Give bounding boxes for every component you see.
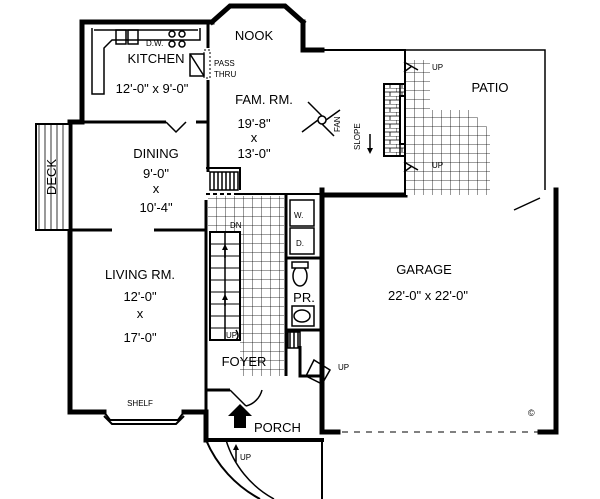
foyer-label: FOYER [222,354,267,369]
garage-dims: 22'-0" x 22'-0" [388,288,468,303]
pr-label: PR. [293,290,315,305]
powder-room [291,261,315,327]
kitchen-label: KITCHEN [127,51,184,66]
dining-depth: 10'-4" [139,200,173,215]
living-bay-window [103,411,185,425]
thru-label: THRU [214,70,236,79]
kitchen-counters [91,28,205,95]
garage-label: GARAGE [396,262,452,277]
fam-rm-x: x [251,130,258,145]
shelf-label: SHELF [127,399,153,408]
fam-rm-label: FAM. RM. [235,92,293,107]
living-rm-width: 12'-0" [123,289,157,304]
porch-up-label: UP [240,453,251,462]
porch-entry-arrow-icon [228,404,252,428]
deck: DECK [35,123,71,231]
closet [287,331,301,349]
porch-label: PORCH [254,420,301,435]
kitchen-dining-opening [165,121,187,134]
ceiling-fan-icon [301,101,341,137]
living-rm-x: x [137,306,144,321]
deck-label: DECK [44,159,59,195]
hall-tile-floor [208,196,284,376]
fan-label: FAN [333,116,342,132]
dining-label: DINING [133,146,179,161]
fam-step [209,171,239,191]
patio [403,49,546,195]
slope-arrow: SLOPE [353,123,373,154]
slope-label: SLOPE [353,123,362,150]
nook-label: NOOK [235,28,274,43]
copyright-mark: © [528,408,535,418]
garage-entry-step [304,358,332,385]
living-rm-label: LIVING RM. [105,267,175,282]
stairs-up-label: UP [226,331,237,340]
kitchen-dims: 12'-0" x 9'-0" [116,81,189,96]
porch [205,439,323,499]
garage [330,197,541,433]
dining-width: 9'-0" [143,166,169,181]
fam-rm-width: 19'-8" [237,116,271,131]
interior-walls [70,22,322,412]
laundry [289,199,315,255]
patio-label: PATIO [471,80,508,95]
patio-up-bottom: UP [432,161,443,170]
garage-up-label: UP [338,363,349,372]
stairs-dn-label: DN [230,221,242,230]
dishwasher-label: D.W. [146,39,163,48]
front-door [229,389,263,407]
pass-label: PASS [214,59,235,68]
living-rm-depth: 17'-0" [123,330,157,345]
dryer-label: D. [296,239,304,248]
staircase [209,231,241,341]
washer-label: W. [294,211,303,220]
pass-thru: PASS THRU [203,49,236,79]
fam-rm-depth: 13'-0" [237,146,271,161]
patio-up-top: UP [432,63,443,72]
dining-x: x [153,181,160,196]
